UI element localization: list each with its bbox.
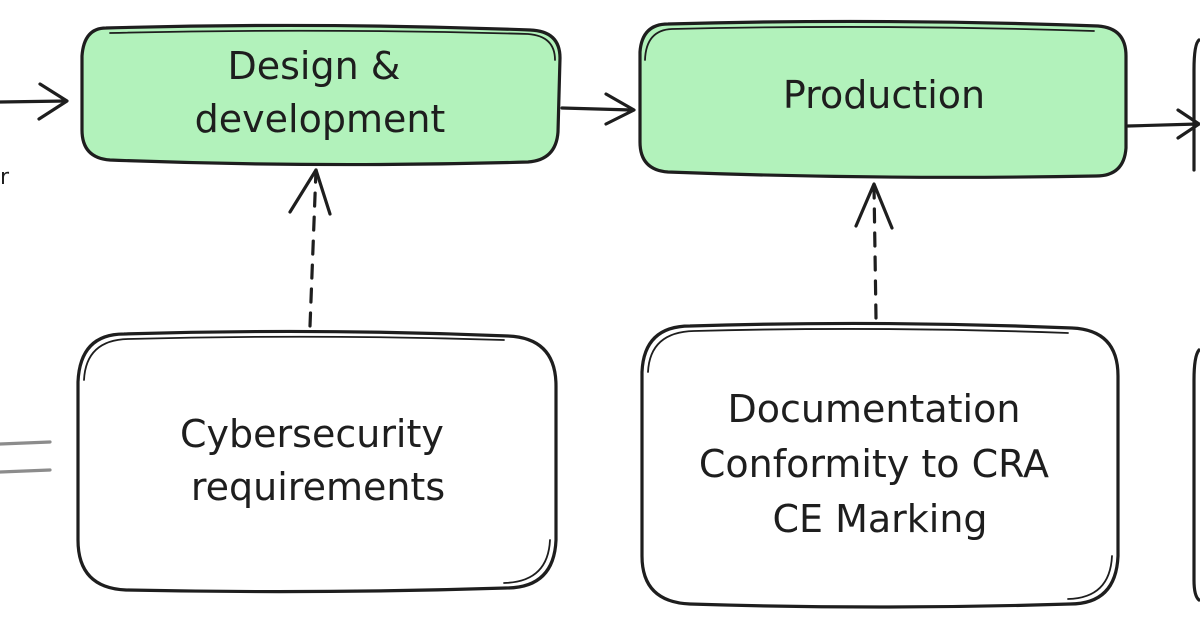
- stage-design-development-shape: [80, 23, 562, 167]
- dashed-arrow-requirements-to-design: [288, 168, 332, 328]
- stage-production-line-1: Production: [783, 73, 985, 117]
- arrow-design-to-production: [560, 92, 636, 126]
- info-box-cybersecurity-line-1: Cybersecurity: [180, 412, 444, 456]
- left-equals-lines: [0, 440, 52, 474]
- info-box-documentation-line-2: Conformity to CRA: [699, 442, 1049, 486]
- info-box-documentation-shape: [640, 321, 1120, 609]
- info-box-cybersecurity-shape: [76, 329, 558, 594]
- stage-design-development[interactable]: Design & development: [80, 23, 562, 167]
- stage-design-development-label: Design & development: [195, 44, 446, 141]
- info-box-documentation-label: Documentation Conformity to CRA CE Marki…: [699, 387, 1061, 541]
- stage-production-label: Production: [783, 73, 985, 117]
- info-box-cybersecurity-line-2: requirements: [191, 465, 445, 509]
- stage-production[interactable]: Production: [638, 19, 1128, 179]
- info-box-documentation[interactable]: Documentation Conformity to CRA CE Marki…: [640, 321, 1120, 609]
- info-box-documentation-line-1: Documentation: [727, 387, 1020, 431]
- info-box-cybersecurity-label: Cybersecurity requirements: [180, 412, 456, 509]
- stage-design-development-line-1: Design &: [227, 44, 400, 88]
- left-fragment-label: r: [0, 165, 10, 190]
- stage-design-development-line-2: development: [195, 97, 446, 141]
- info-box-documentation-line-3: CE Marking: [772, 497, 987, 541]
- stage-production-shape: [638, 19, 1128, 179]
- info-box-cybersecurity-requirements[interactable]: Cybersecurity requirements: [76, 329, 558, 594]
- outgoing-arrow: [1126, 108, 1200, 140]
- dashed-arrow-documentation-to-production: [854, 182, 894, 320]
- incoming-arrow: [0, 82, 69, 121]
- next-box-fragment: [1192, 38, 1200, 602]
